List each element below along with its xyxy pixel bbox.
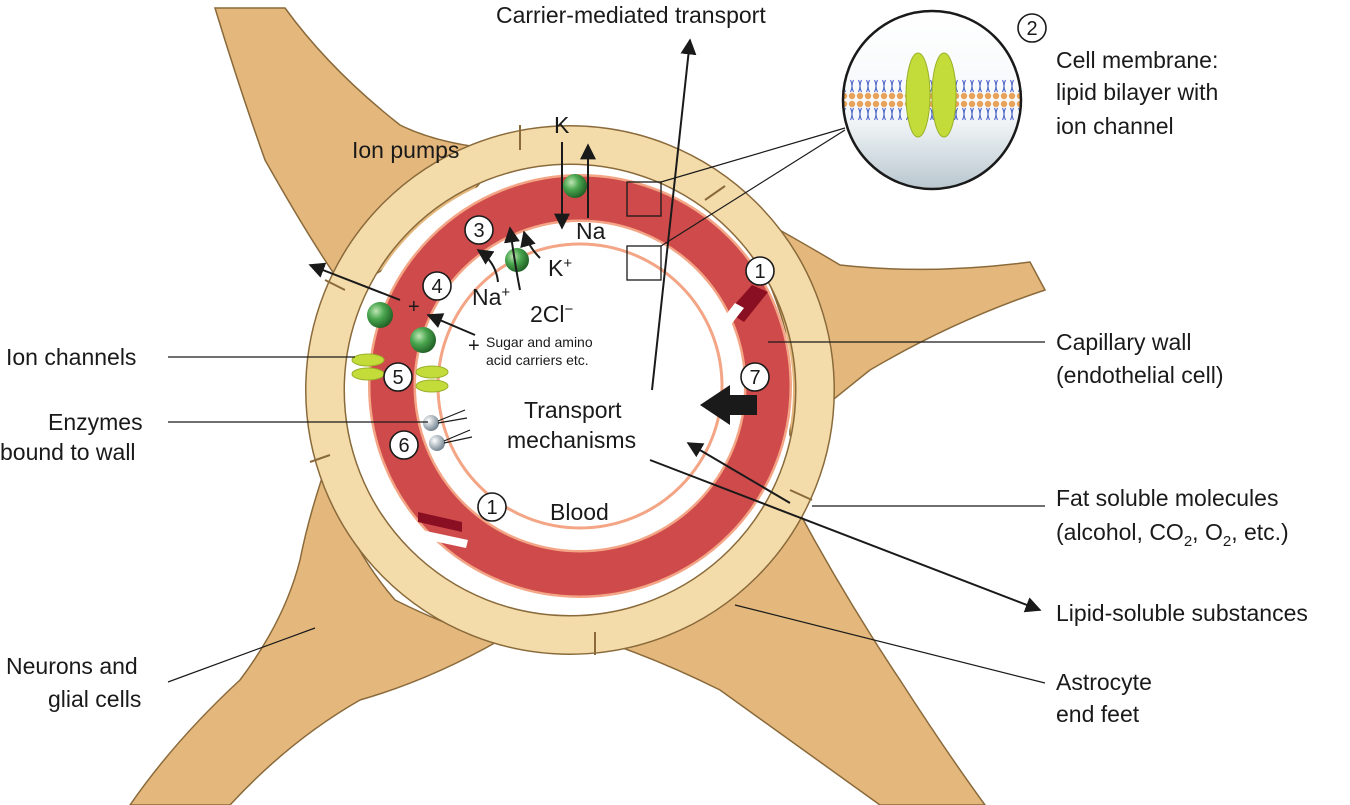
cell-membrane-label-1: Cell membrane:: [1056, 47, 1218, 73]
k-label: K: [554, 112, 570, 138]
tight-junction-lower-left: [418, 512, 462, 532]
svg-text:5: 5: [392, 367, 403, 389]
blood-label: Blood: [550, 499, 609, 525]
lipid-soluble-label: Lipid-soluble substances: [1056, 600, 1308, 626]
k-plus-arrow: [520, 230, 541, 259]
sugar-label-1: Sugar and amino: [486, 334, 593, 350]
marker-1-upper: 1: [745, 256, 775, 286]
transport-label-1: Transport: [524, 397, 622, 423]
fat-soluble-label-1: Fat soluble molecules: [1056, 485, 1278, 511]
astrocyte-label-1: Astrocyte: [1056, 669, 1152, 695]
marker-7: 7: [740, 362, 770, 392]
na-label: Na: [576, 218, 606, 244]
marker-3: 3: [464, 215, 494, 245]
astrocyte-label-2: end feet: [1056, 701, 1140, 727]
bulk-transport-arrow: [700, 385, 757, 425]
fat-soluble-label-2: (alcohol, CO2, O2, etc.): [1056, 519, 1289, 550]
carrier-transport-arrow: [651, 38, 697, 391]
cell-membrane-label-2: lipid bilayer with: [1056, 79, 1218, 105]
enzymes-label-1: Enzymes: [48, 409, 143, 435]
transport-molecules: [351, 174, 587, 451]
arrows: [308, 38, 1042, 613]
cell-membrane-inset: [841, 9, 1023, 191]
ion-pump-sphere: [563, 174, 587, 198]
neurons-label-2: glial cells: [48, 686, 141, 712]
carrier-sphere-2: [410, 327, 436, 353]
marker-5: 5: [383, 362, 413, 392]
carrier-sphere-1: [367, 302, 393, 328]
cotransporter-sphere: [505, 248, 529, 272]
na-plus-label: Na+: [472, 284, 510, 310]
k-plus-label: K+: [548, 255, 572, 281]
ion-pumps-label: Ion pumps: [352, 137, 459, 163]
numbered-markers: 2 3 4 5 6 1 1 7: [383, 13, 1047, 522]
marker-2: 2: [1017, 13, 1047, 43]
svg-text:2: 2: [1026, 18, 1037, 40]
enzyme-1: [423, 409, 468, 431]
sugar-label-2: acid carriers etc.: [486, 352, 589, 368]
svg-text:6: 6: [398, 435, 409, 457]
two-cl-label: 2Cl−: [530, 301, 574, 327]
enzymes-label-2: bound to wall: [0, 439, 136, 465]
enzyme-2: [429, 429, 473, 451]
labels: Carrier-mediated transport Cell membrane…: [0, 2, 1308, 727]
na-plus-arrow: [476, 249, 499, 283]
svg-text:4: 4: [431, 276, 442, 298]
tissue-process-bottom-left: [129, 454, 503, 805]
marker-1-lower: 1: [477, 492, 507, 522]
astrocyte-end-feet: [305, 125, 835, 655]
zoom-callout: [626, 127, 846, 281]
svg-text:7: 7: [749, 367, 760, 389]
cl-arrow: [504, 226, 521, 291]
svg-text:1: 1: [486, 497, 497, 519]
transport-label-2: mechanisms: [507, 427, 636, 453]
carrier-mediated-label: Carrier-mediated transport: [496, 2, 766, 28]
sugar-carrier-arrow: [426, 313, 476, 336]
neurons-label-1: Neurons and: [6, 653, 138, 679]
cell-membrane-label-3: ion channel: [1056, 113, 1174, 139]
marker-6: 6: [389, 430, 419, 460]
plus-sign-2: +: [468, 335, 480, 357]
carrier-out-arrow: [308, 262, 401, 301]
capillary-wall-label-2: (endothelial cell): [1056, 362, 1223, 388]
marker-4: 4: [422, 271, 452, 301]
lipid-soluble-arrow: [649, 459, 1042, 613]
capillary-wall-label-1: Capillary wall: [1056, 329, 1191, 355]
plus-sign-1: +: [408, 296, 420, 318]
svg-text:3: 3: [473, 220, 484, 242]
fat-soluble-arrow: [686, 442, 791, 504]
ion-channels-label: Ion channels: [6, 344, 136, 370]
ion-channel-1: [351, 353, 385, 381]
leader-lines: [167, 341, 1046, 684]
svg-text:1: 1: [754, 261, 765, 283]
ion-channel-2: [415, 365, 449, 393]
